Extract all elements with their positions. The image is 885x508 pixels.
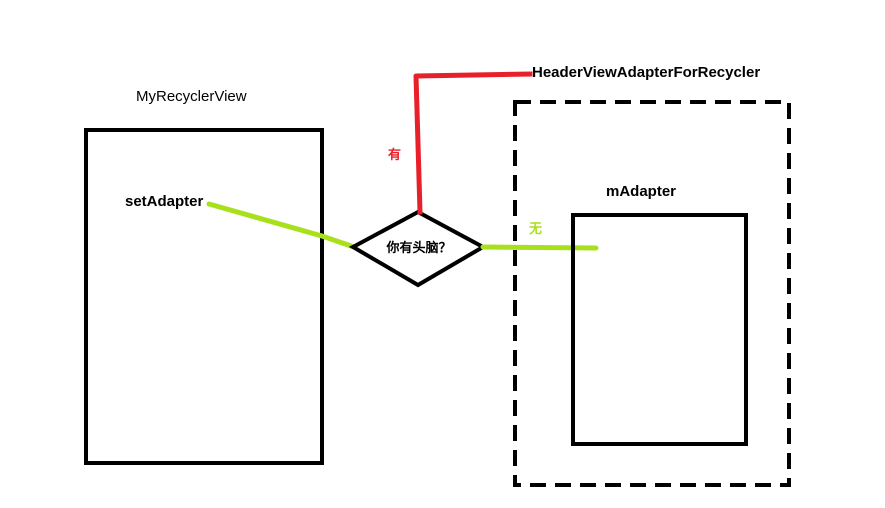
- set-adapter-label: setAdapter: [125, 193, 204, 210]
- m-adapter-label: mAdapter: [606, 183, 676, 200]
- header-adapter-label: HeaderViewAdapterForRecycler: [532, 64, 760, 81]
- decision-label: 你有头脑？: [385, 240, 451, 256]
- no-label: 无: [528, 222, 542, 237]
- no-path-line: [480, 244, 599, 251]
- m-adapter-box: [571, 213, 748, 446]
- my-recycler-view-label: MyRecyclerView: [136, 88, 247, 105]
- header-adapter-box: [513, 100, 791, 487]
- yes-label: 有: [388, 147, 401, 163]
- yes-path-line: [413, 71, 533, 215]
- set-adapter-to-decision-line: [206, 201, 357, 250]
- my-recycler-view-box: [84, 128, 324, 465]
